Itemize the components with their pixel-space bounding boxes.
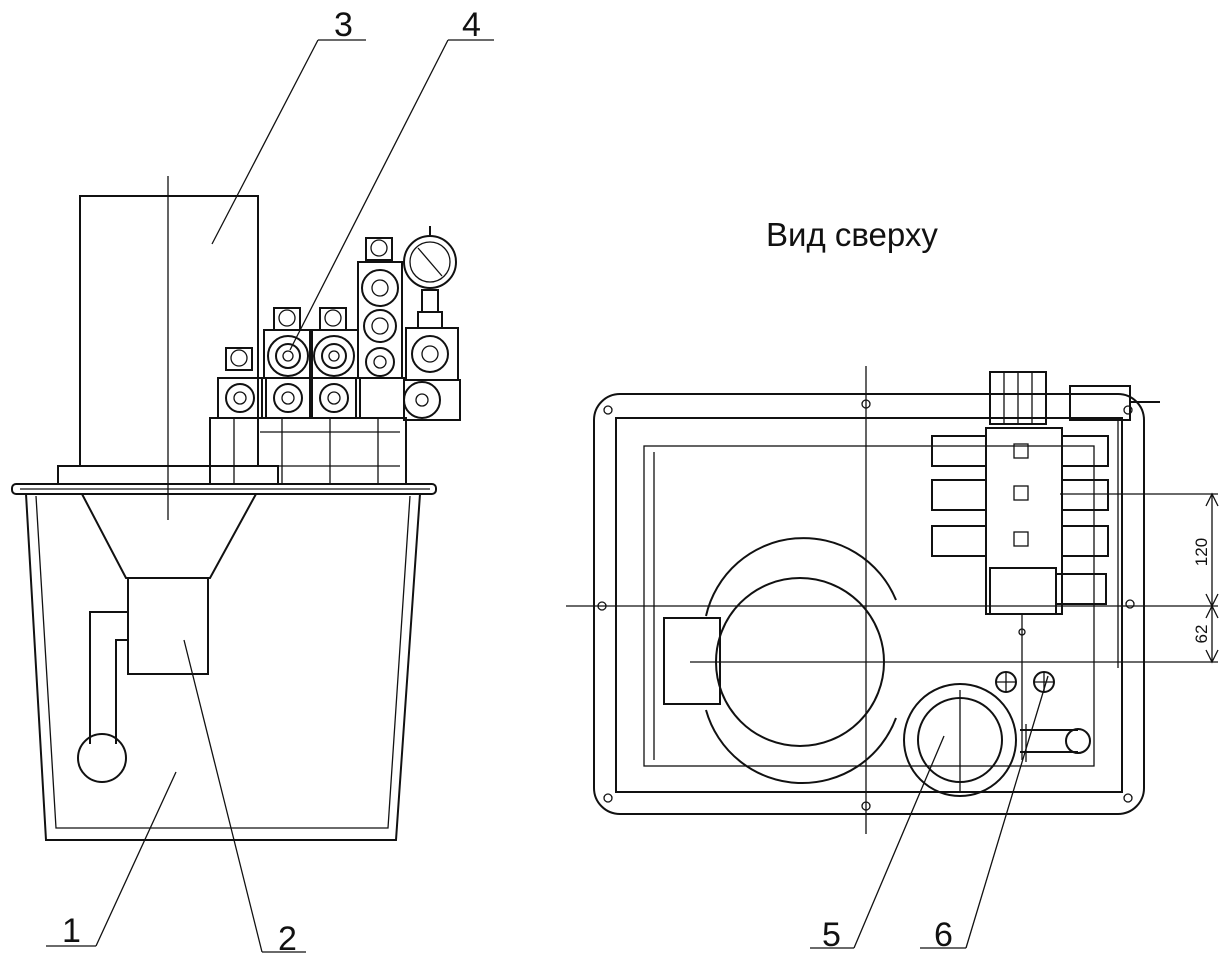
filler-cap bbox=[903, 683, 1017, 797]
motor-flange bbox=[715, 577, 885, 747]
callout-2: 2 bbox=[278, 920, 297, 956]
front-view bbox=[11, 176, 461, 841]
valve-manifold-top bbox=[985, 427, 1063, 615]
dimension-upper: 120 bbox=[1192, 538, 1211, 566]
pump bbox=[127, 577, 209, 675]
electric-motor bbox=[79, 195, 259, 467]
suction-filter bbox=[77, 733, 127, 783]
tank-outline-top bbox=[593, 393, 1145, 815]
view-label: Вид сверху bbox=[766, 216, 938, 253]
dimension-lower: 62 bbox=[1192, 625, 1211, 644]
top-view bbox=[566, 366, 1218, 834]
solenoid-valve-block bbox=[263, 329, 313, 379]
callout-5: 5 bbox=[822, 916, 841, 954]
callout-1: 1 bbox=[62, 912, 81, 950]
tank-body bbox=[25, 493, 421, 841]
callout-4: 4 bbox=[462, 6, 481, 44]
funnel bbox=[81, 493, 257, 579]
leaders-front bbox=[46, 39, 494, 953]
leaders-top bbox=[810, 675, 1049, 949]
valve-base bbox=[209, 417, 407, 485]
suction-pipe bbox=[89, 611, 128, 744]
callout-3: 3 bbox=[334, 6, 353, 44]
callout-6: 6 bbox=[934, 916, 953, 954]
dimensions: 120 62 bbox=[1192, 492, 1219, 664]
